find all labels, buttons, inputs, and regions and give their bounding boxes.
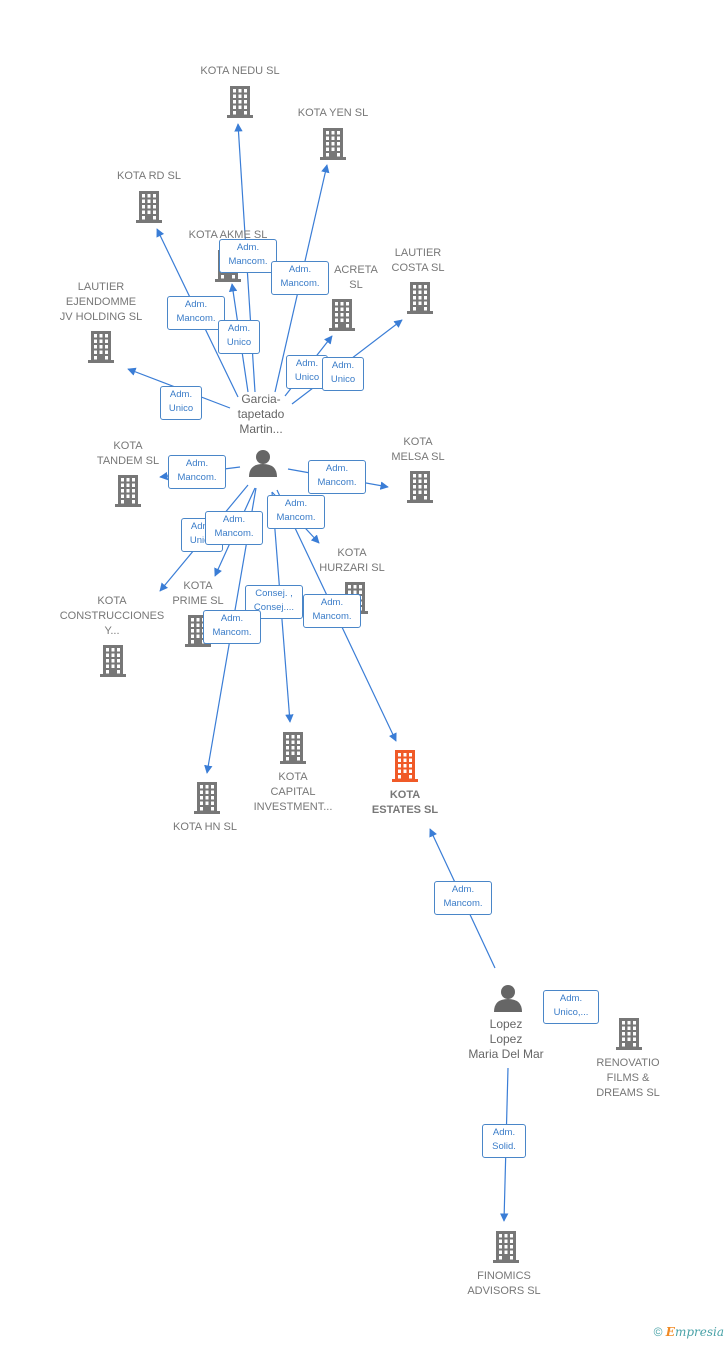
relation-tag[interactable]: Adm. Mancom. <box>271 261 329 295</box>
company-label[interactable]: KOTA AKME SL <box>188 229 268 241</box>
company-label[interactable]: KOTA CONSTRUCCIONES Y... <box>59 595 165 637</box>
building-icon[interactable] <box>392 750 418 782</box>
relation-tag[interactable]: Adm. Mancom. <box>267 495 325 529</box>
relation-tag[interactable]: Adm. Mancom. <box>308 460 366 494</box>
copyright-symbol: © <box>653 1325 663 1339</box>
company-label[interactable]: KOTA MELSA SL <box>391 436 445 463</box>
person-label[interactable]: Lopez Lopez Maria Del Mar <box>468 1017 544 1061</box>
building-icon[interactable] <box>115 475 141 507</box>
company-label[interactable]: RENOVATIO FILMS & DREAMS SL <box>596 1057 660 1099</box>
building-icon[interactable] <box>407 282 433 314</box>
relation-tag[interactable]: Adm. Unico <box>160 386 202 420</box>
person-label[interactable]: Garcia- tapetado Martin... <box>237 392 285 436</box>
relation-tag[interactable]: Adm. Mancom. <box>434 881 492 915</box>
building-icon[interactable] <box>329 299 355 331</box>
relation-tag[interactable]: Adm. Unico <box>218 320 260 354</box>
company-label[interactable]: KOTA TANDEM SL <box>96 440 160 467</box>
company-label[interactable]: ACRETA SL <box>334 264 378 291</box>
building-icon[interactable] <box>136 191 162 223</box>
relation-tag[interactable]: Adm. Mancom. <box>219 239 277 273</box>
person-icon[interactable] <box>494 985 522 1012</box>
relation-tag[interactable]: Adm. Solid. <box>482 1124 526 1158</box>
relation-tag[interactable]: Adm. Unico <box>286 355 328 389</box>
building-icon[interactable] <box>88 331 114 363</box>
company-label[interactable]: LAUTIER EJENDOMME JV HOLDING SL <box>59 281 143 323</box>
building-icon[interactable] <box>616 1018 642 1050</box>
building-icon[interactable] <box>100 645 126 677</box>
company-label[interactable]: KOTA RD SL <box>117 170 181 182</box>
brand-logo[interactable]: Empresia <box>665 1325 724 1339</box>
company-label[interactable]: KOTA ESTATES SL <box>371 789 439 816</box>
company-label[interactable]: KOTA HN SL <box>173 821 237 833</box>
company-label[interactable]: KOTA YEN SL <box>297 107 369 119</box>
company-label[interactable]: KOTA HURZARI SL <box>319 547 385 574</box>
relation-tag[interactable]: Adm. Mancom. <box>168 455 226 489</box>
building-icon[interactable] <box>227 86 253 118</box>
company-label[interactable]: FINOMICS ADVISORS SL <box>467 1270 541 1297</box>
person-icon[interactable] <box>249 450 277 477</box>
building-icon[interactable] <box>320 128 346 160</box>
building-icon[interactable] <box>194 782 220 814</box>
company-label[interactable]: KOTA NEDU SL <box>200 65 280 77</box>
relation-tag[interactable]: Adm. Mancom. <box>303 594 361 628</box>
company-label[interactable]: KOTA CAPITAL INVESTMENT... <box>253 771 333 813</box>
company-label[interactable]: KOTA PRIME SL <box>172 580 224 607</box>
company-label[interactable]: LAUTIER COSTA SL <box>391 247 445 274</box>
relation-tag[interactable]: Adm. Mancom. <box>167 296 225 330</box>
building-icon[interactable] <box>493 1231 519 1263</box>
building-icon[interactable] <box>280 732 306 764</box>
relation-tag[interactable]: Adm. Unico <box>322 357 364 391</box>
copyright-notice: © Empresia <box>654 1325 724 1339</box>
relation-tag[interactable]: Adm. Mancom. <box>203 610 261 644</box>
relation-tag[interactable]: Adm. Mancom. <box>205 511 263 545</box>
building-icon[interactable] <box>407 471 433 503</box>
relation-tag[interactable]: Adm. Unico,... <box>543 990 599 1024</box>
